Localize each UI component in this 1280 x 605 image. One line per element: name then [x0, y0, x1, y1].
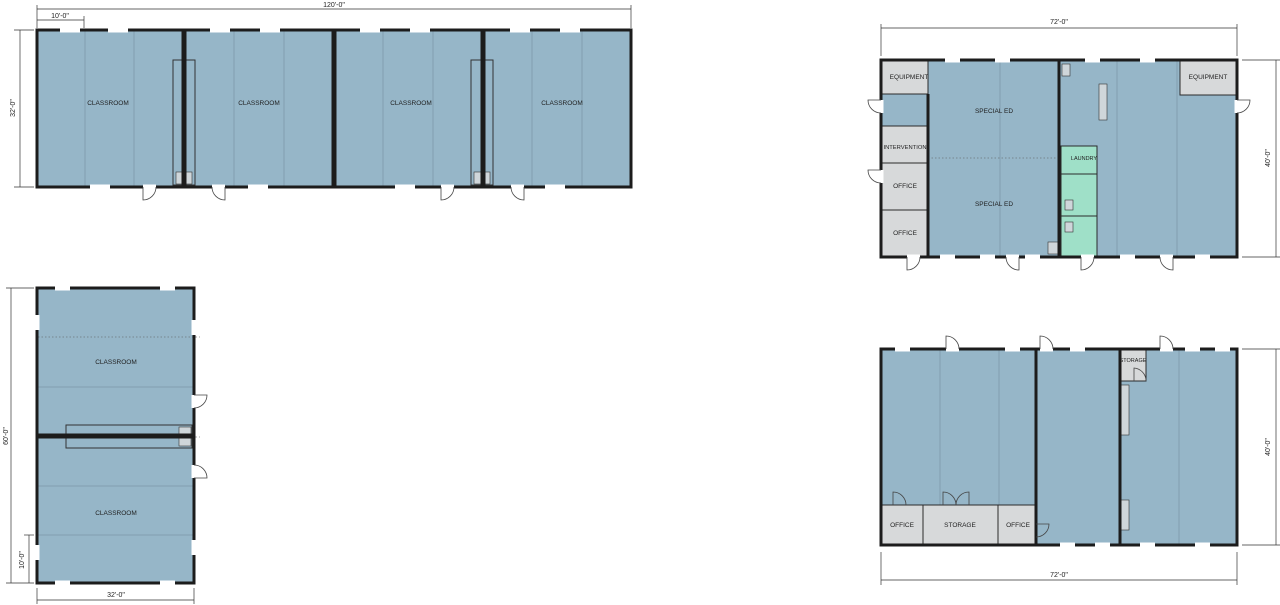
plan-c-depth: 60'-0" [3, 427, 10, 445]
plan-c-two-classrooms: 60'-0" 10'-0" 32'-0" CLASSROOM CLASSROOM [3, 285, 208, 604]
plan-a-room-2-label: CLASSROOM [238, 100, 280, 107]
plan-a-overall-width: 120'-0" [323, 2, 345, 9]
plan-c-module-width: 10'-0" [19, 551, 26, 569]
plan-b-office-2-label: OFFICE [893, 230, 917, 237]
plan-d-storage-bottom-room [922, 504, 999, 546]
plan-b-laundry-label: LAUNDRY [1071, 156, 1098, 162]
plan-d-overall-width: 72'-0" [1050, 572, 1068, 579]
plan-b-office-2-room [880, 209, 929, 258]
plan-b-special-ed-bottom-label: SPECIAL ED [975, 201, 1013, 208]
plan-b-equipment-right-room [1179, 59, 1238, 96]
plan-b-special-ed: 72'-0" 40'-0" [867, 19, 1280, 271]
plan-b-overall-width: 72'-0" [1050, 19, 1068, 26]
plan-d-office-left-label: OFFICE [890, 522, 914, 529]
plan-d-offices-storage: 72'-0" 40'-0" [879, 335, 1280, 585]
plan-d-storage-bottom-label: STORAGE [944, 522, 976, 529]
plan-a-room-4-label: CLASSROOM [541, 100, 583, 107]
plan-b-equipment-left-label: EQUIPMENT [890, 74, 929, 81]
plan-d-storage-top-label: STORAGE [1120, 358, 1147, 364]
plan-b-depth: 40'-0" [1265, 149, 1272, 167]
plan-b-office-1-label: OFFICE [893, 183, 917, 190]
plan-c-width: 32'-0" [107, 592, 125, 599]
plan-b-intervention-label: INTERVENTION [883, 145, 926, 151]
plan-a-room-1-label: CLASSROOM [87, 100, 129, 107]
plan-b-equipment-left-room [880, 59, 929, 95]
plan-a-depth: 32'-0" [10, 99, 17, 117]
plan-b-special-ed-top-label: SPECIAL ED [975, 108, 1013, 115]
plan-a-four-classrooms: 120'-0" 10'-0" 32'-0" [10, 2, 633, 201]
plan-c-room-1-label: CLASSROOM [95, 359, 137, 366]
plan-a-room-3-label: CLASSROOM [390, 100, 432, 107]
plan-d-storage-top-room [1119, 348, 1147, 382]
plan-d-office-right-room [997, 504, 1037, 546]
plan-b-laundry-room [1060, 145, 1098, 175]
plan-a-module-width: 10'-0" [51, 13, 69, 20]
plan-d-office-right-label: OFFICE [1006, 522, 1030, 529]
plan-d-depth: 40'-0" [1265, 438, 1272, 456]
plan-b-equipment-right-label: EQUIPMENT [1189, 74, 1228, 81]
plan-c-room-2-label: CLASSROOM [95, 510, 137, 517]
